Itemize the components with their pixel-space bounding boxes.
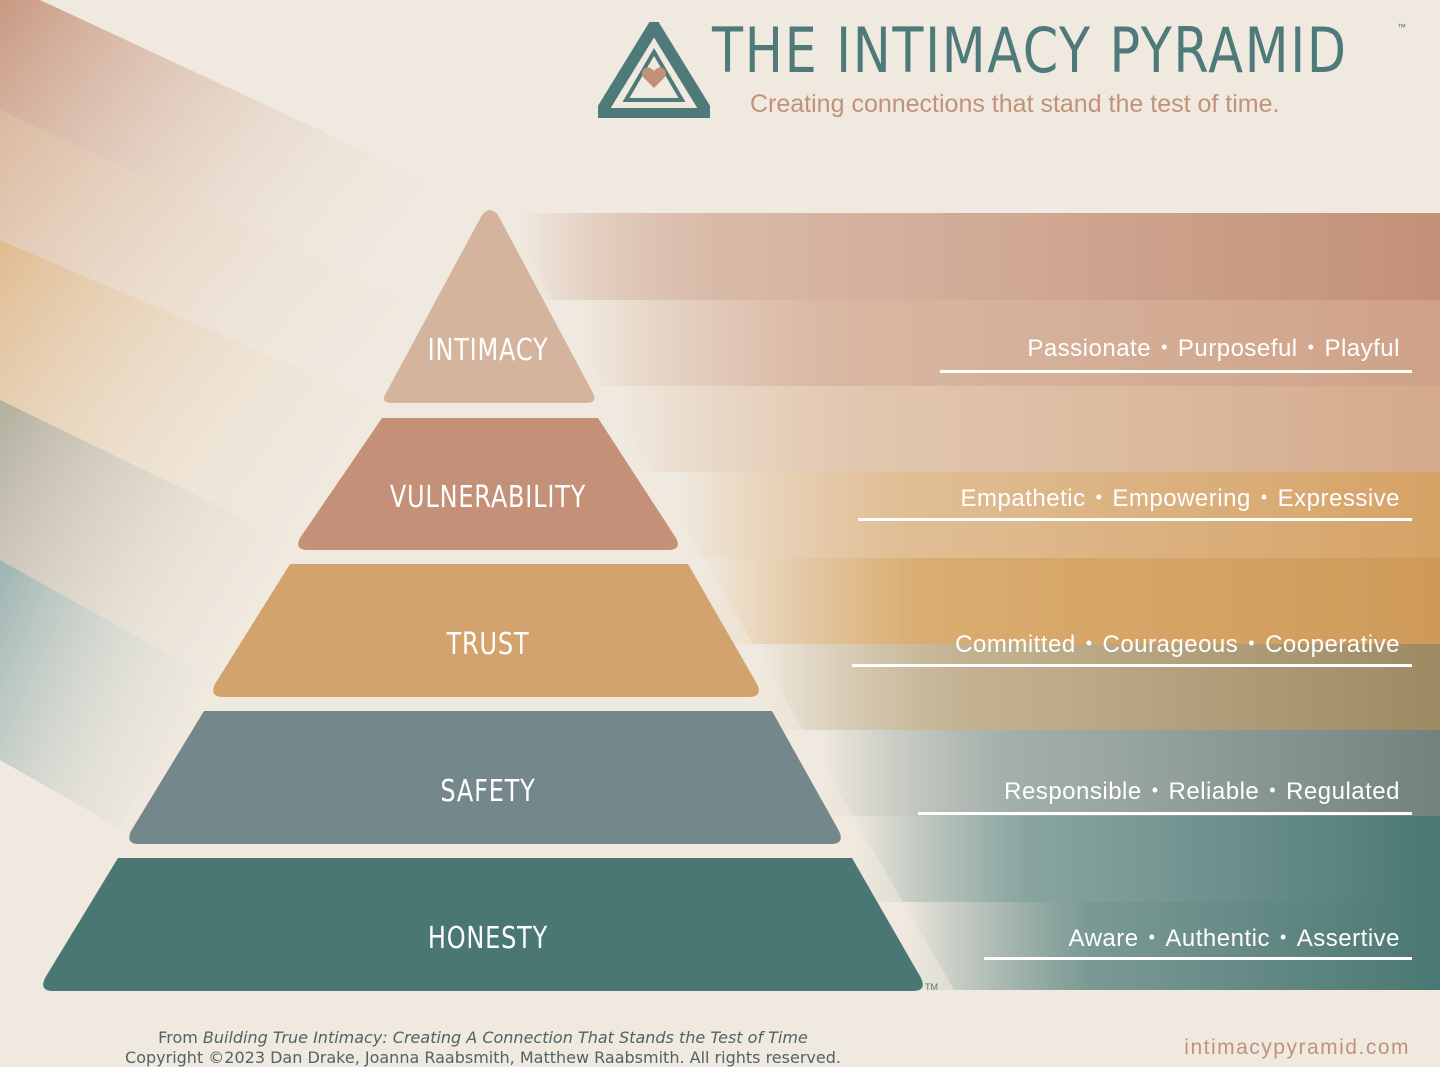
tier-intimacy-shape bbox=[384, 210, 595, 403]
pyramid-logo-icon bbox=[598, 22, 710, 118]
traits-vulnerability: Empathetic•Empowering•Expressive bbox=[960, 485, 1400, 512]
pyramid-trademark: TM bbox=[925, 982, 938, 992]
footer-copyright: Copyright ©2023 Dan Drake, Joanna Raabsm… bbox=[125, 1048, 841, 1067]
trait-item: Playful bbox=[1324, 335, 1400, 362]
trait-item: Responsible bbox=[1004, 778, 1142, 805]
right-band-7 bbox=[770, 730, 1440, 816]
traits-honesty: Aware•Authentic•Assertive bbox=[1068, 925, 1400, 952]
trait-underline bbox=[940, 370, 1412, 373]
tier-label-intimacy: INTIMACY bbox=[427, 333, 549, 368]
trait-item: Assertive bbox=[1296, 925, 1400, 952]
heart-icon bbox=[642, 67, 666, 88]
trait-item: Passionate bbox=[1027, 335, 1152, 362]
tier-safety-shape bbox=[129, 711, 841, 844]
footer-book-title: Building True Intimacy: Creating A Conne… bbox=[202, 1028, 808, 1047]
trait-item: Expressive bbox=[1277, 485, 1400, 512]
trait-item: Empowering bbox=[1112, 485, 1251, 512]
trait-item: Regulated bbox=[1286, 778, 1400, 805]
tier-label-honesty: HONESTY bbox=[427, 921, 549, 956]
footer-website-link[interactable]: intimacypyramid.com bbox=[1184, 1036, 1410, 1059]
footer-source: From Building True Intimacy: Creating A … bbox=[0, 1028, 966, 1047]
right-band-3 bbox=[600, 386, 1440, 472]
page-title: THE INTIMACY PYRAMID bbox=[712, 14, 1348, 87]
left-ray-1 bbox=[0, 0, 470, 330]
left-ray-2 bbox=[0, 110, 470, 420]
traits-intimacy: Passionate•Purposeful•Playful bbox=[1027, 335, 1400, 362]
tier-label-safety: SAFETY bbox=[440, 774, 536, 809]
right-band-6 bbox=[720, 644, 1440, 730]
trait-item: Empathetic bbox=[960, 485, 1086, 512]
trait-item: Reliable bbox=[1168, 778, 1260, 805]
tier-label-trust: TRUST bbox=[446, 627, 530, 662]
left-ray-3 bbox=[0, 240, 420, 560]
tier-label-vulnerability: VULNERABILITY bbox=[389, 480, 587, 515]
right-band-8 bbox=[820, 816, 1440, 902]
trait-item: Authentic bbox=[1165, 925, 1270, 952]
trait-item: Aware bbox=[1068, 925, 1139, 952]
tier-honesty-shape bbox=[43, 858, 923, 991]
tier-vulnerability-shape bbox=[298, 418, 678, 550]
trait-item: Courageous bbox=[1102, 631, 1239, 658]
trait-item: Purposeful bbox=[1177, 335, 1298, 362]
title-trademark: ™ bbox=[1397, 22, 1406, 32]
right-band-1 bbox=[520, 213, 1440, 300]
right-band-5 bbox=[680, 558, 1440, 644]
trait-item: Cooperative bbox=[1265, 631, 1400, 658]
trait-underline bbox=[984, 957, 1412, 960]
page-subtitle: Creating connections that stand the test… bbox=[750, 90, 1280, 118]
traits-safety: Responsible•Reliable•Regulated bbox=[1004, 778, 1400, 805]
traits-trust: Committed•Courageous•Cooperative bbox=[955, 631, 1400, 658]
footer-source-prefix: From bbox=[158, 1028, 203, 1047]
trait-underline bbox=[918, 812, 1412, 815]
right-band-4 bbox=[640, 472, 1440, 558]
trait-underline bbox=[858, 518, 1412, 521]
right-band-9 bbox=[860, 902, 1440, 990]
trait-underline bbox=[852, 664, 1412, 667]
tier-trust-shape bbox=[213, 564, 759, 697]
trait-item: Committed bbox=[955, 631, 1076, 658]
